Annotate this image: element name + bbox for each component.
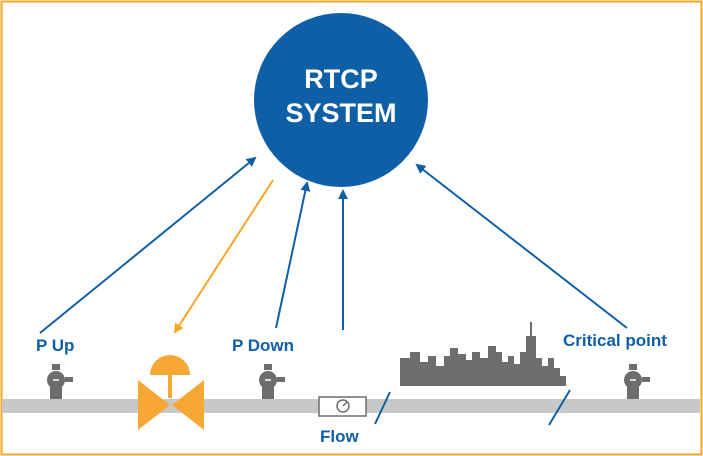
rtcp-system-node: RTCP SYSTEM: [254, 13, 428, 187]
gauge-valve-icon: [47, 364, 73, 399]
label-p-up: P Up: [36, 336, 74, 355]
arrow-p-up-to-hub: [39, 156, 257, 334]
control-valve-icon: [138, 355, 204, 430]
label-p-down: P Down: [232, 336, 294, 355]
label-critical-point: Critical point: [563, 331, 667, 350]
hub-title-line1: RTCP: [304, 64, 378, 94]
gauge-valve-icon: [624, 364, 650, 399]
pipe-section-marker: [374, 391, 391, 425]
gauge-valve-icon: [259, 364, 285, 399]
pipe-section-marker: [548, 389, 571, 426]
arrow-critical-point-to-hub: [415, 163, 628, 329]
arrow-hub-to-valve: [173, 179, 274, 334]
city-skyline-icon: [400, 322, 566, 386]
label-flow: Flow: [320, 427, 359, 446]
hub-title-line2: SYSTEM: [285, 98, 396, 128]
flow-meter-icon: [318, 396, 367, 417]
arrow-p-down-to-hub: [275, 181, 311, 329]
